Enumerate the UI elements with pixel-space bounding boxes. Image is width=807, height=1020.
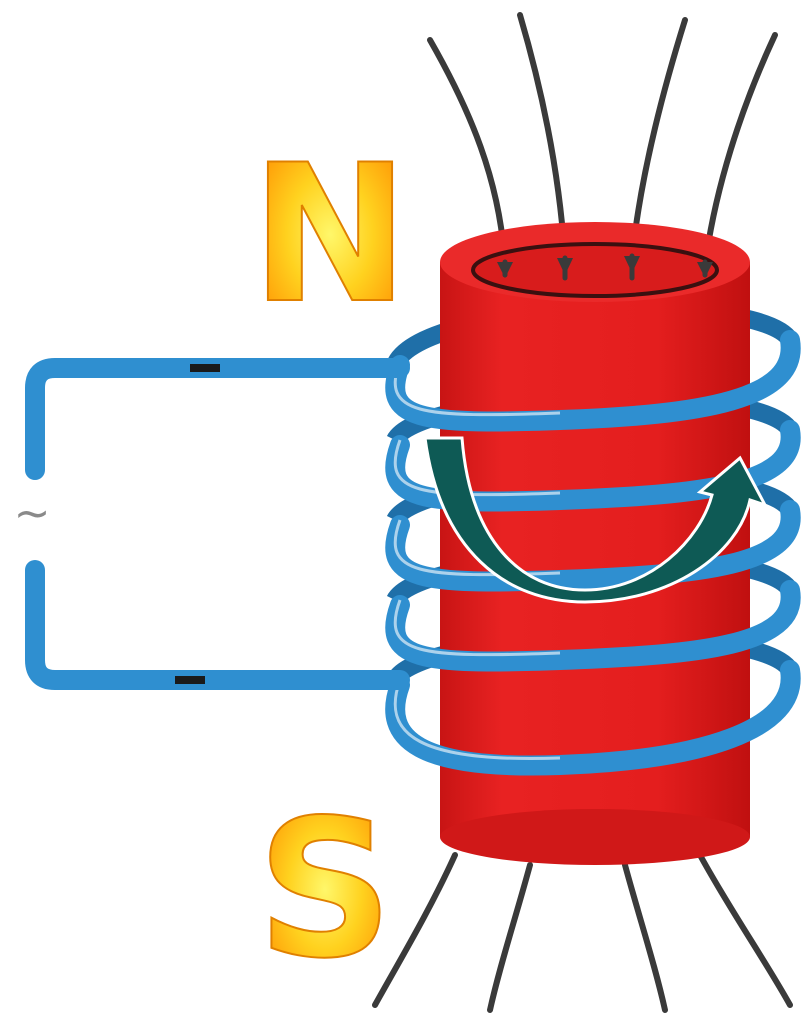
wire-marks	[175, 364, 220, 684]
field-line	[702, 32, 778, 268]
field-line	[427, 37, 508, 268]
south-pole-label: S	[257, 779, 394, 1000]
field-line	[372, 852, 458, 1008]
bottom-field-lines	[372, 852, 793, 1013]
core-top-rim	[471, 242, 719, 298]
coil-front	[385, 330, 801, 776]
field-line	[622, 862, 668, 1013]
ac-source-symbol: ~	[14, 488, 51, 539]
core-bottom	[440, 809, 750, 865]
current-direction-arrow	[423, 436, 769, 604]
field-line	[487, 862, 533, 1013]
circuit-wire	[25, 358, 410, 690]
field-line	[697, 852, 793, 1008]
coil-front-highlight	[393, 359, 561, 761]
field-line	[629, 17, 688, 261]
north-pole-label: N	[250, 124, 409, 345]
